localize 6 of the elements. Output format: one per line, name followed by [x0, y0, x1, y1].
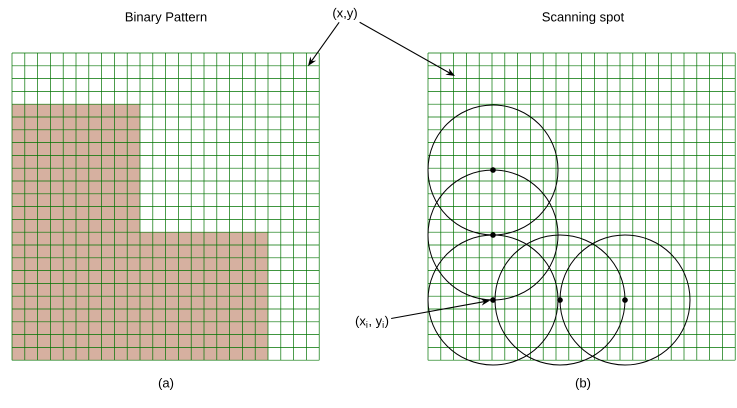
point-label: (x$_{i}$, y$_{i}$)	[356, 316, 388, 328]
point-label: (x,y)	[333, 8, 357, 20]
panel-title: Binary Pattern	[126, 12, 206, 24]
panel-title: Scanning spot	[542, 12, 624, 24]
panel-caption: (a)	[158, 378, 174, 390]
panel-caption: (b)	[576, 378, 590, 390]
